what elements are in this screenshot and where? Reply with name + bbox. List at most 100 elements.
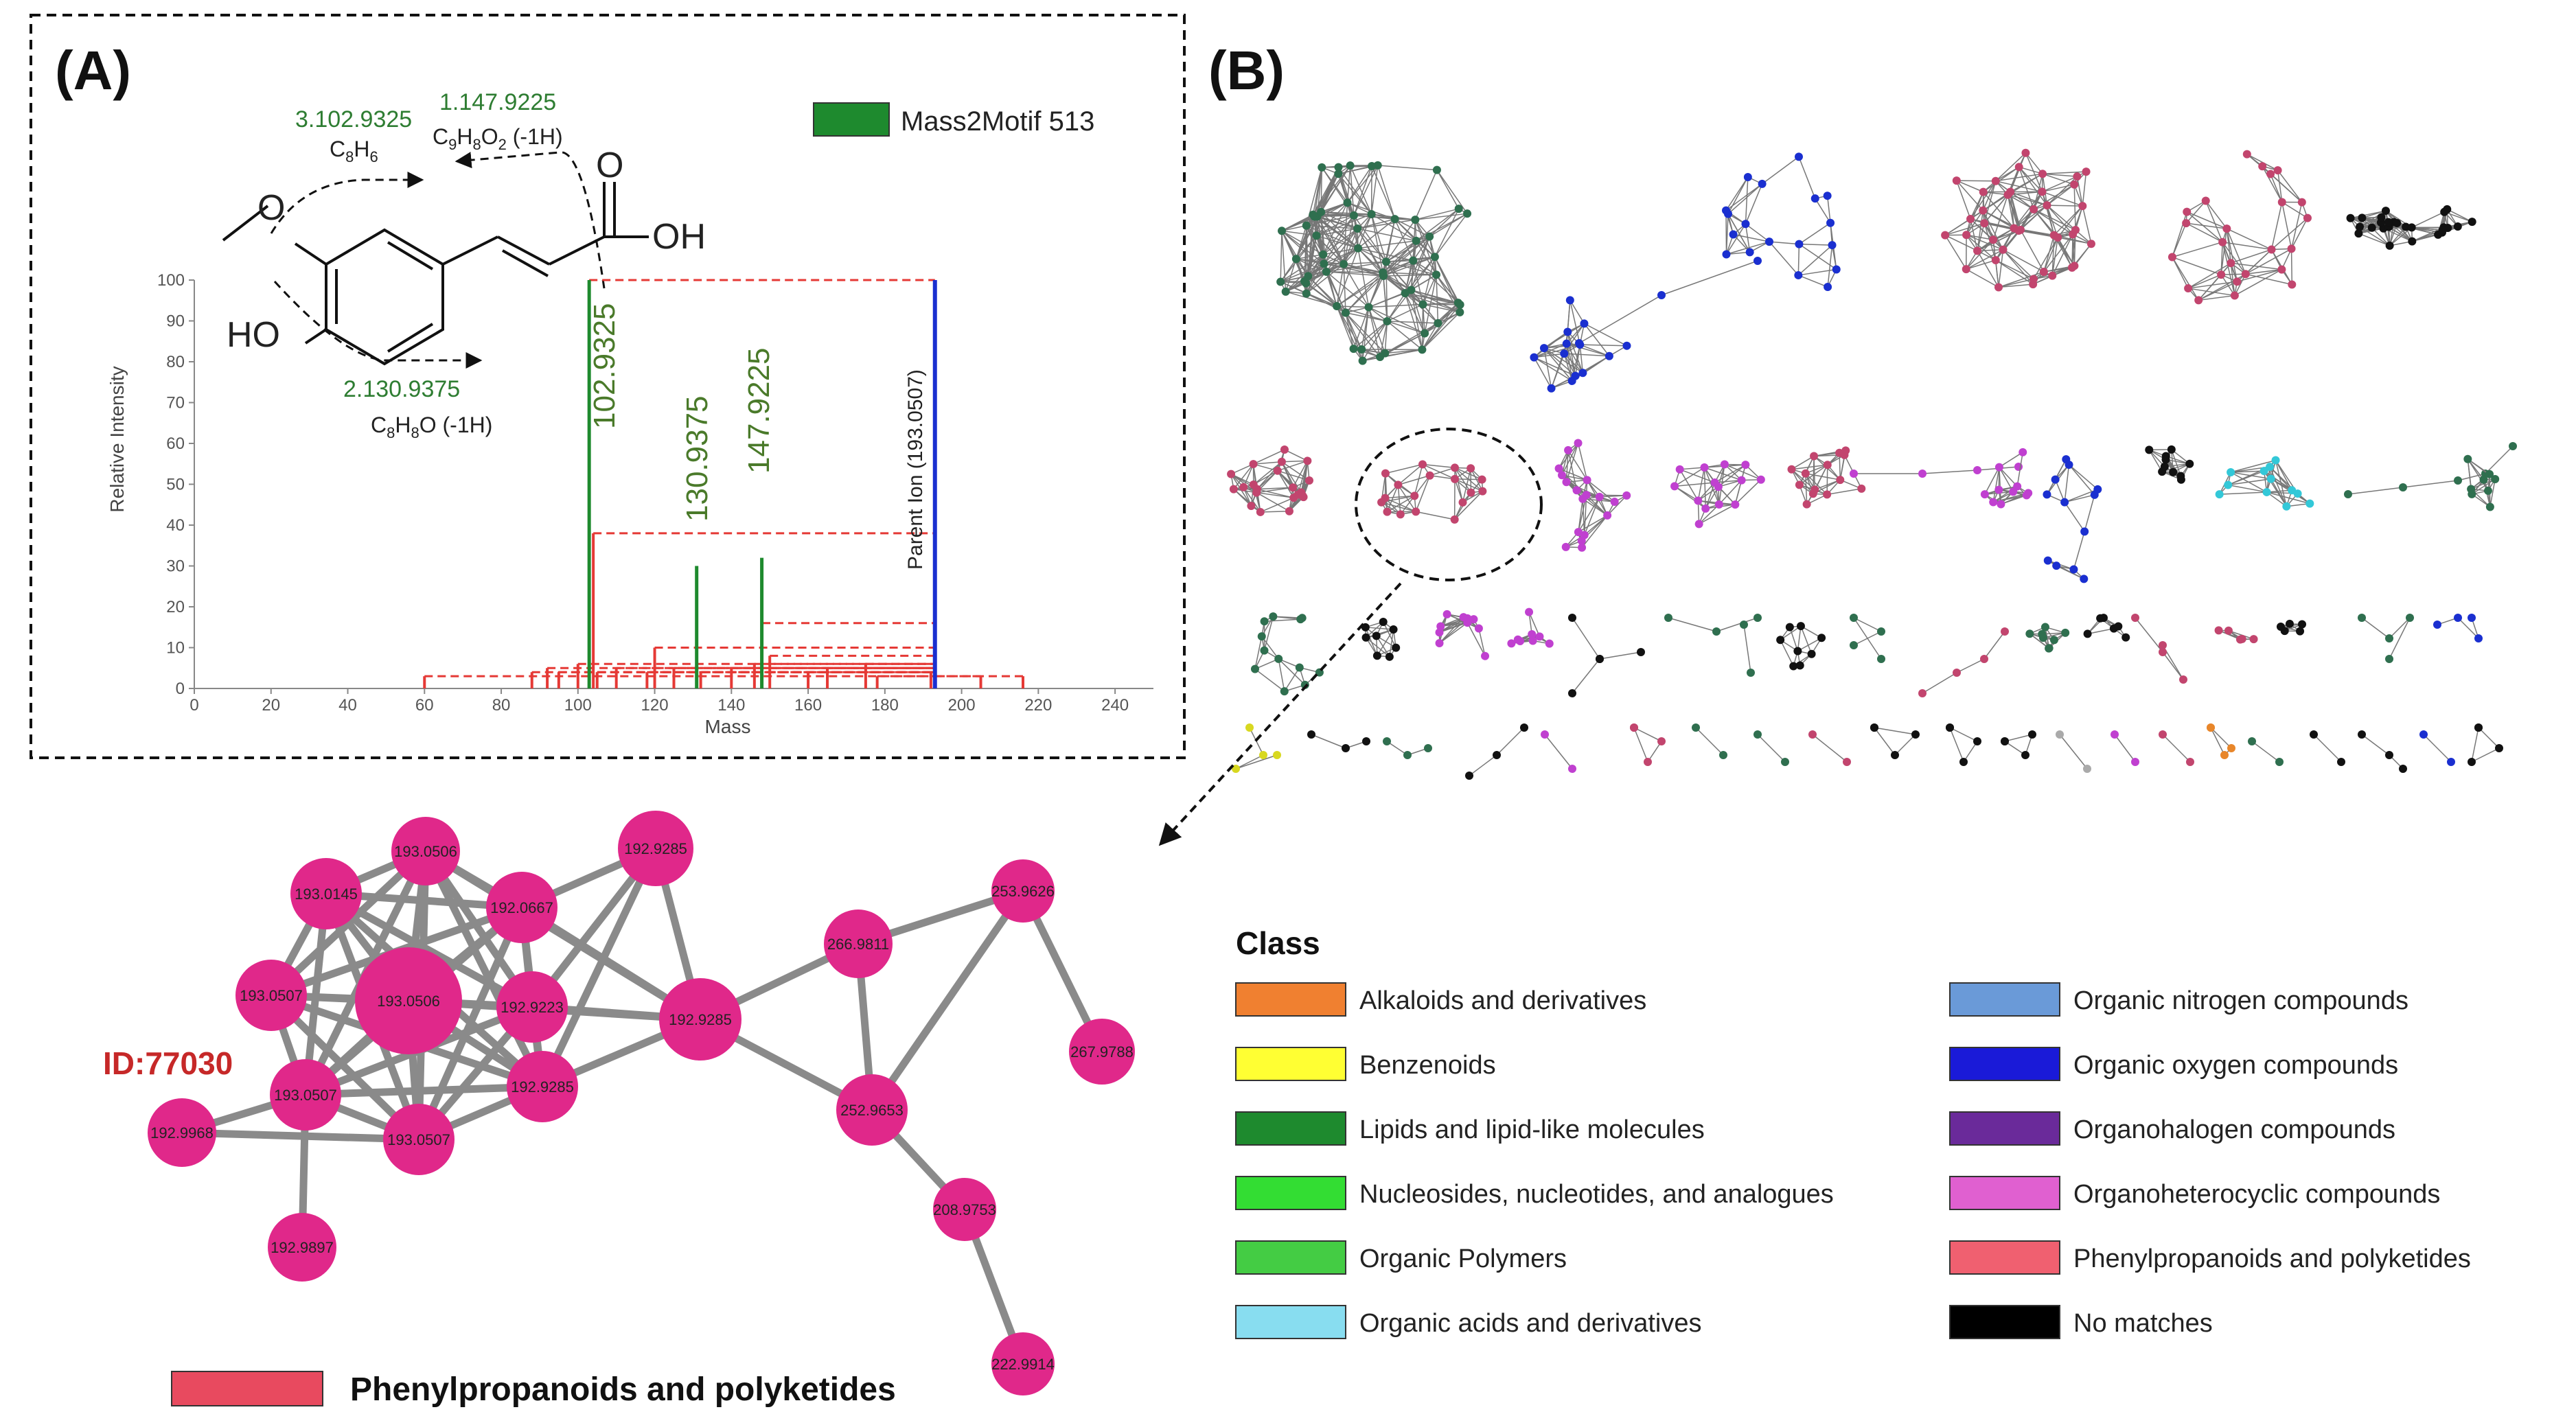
network-edge	[2003, 249, 2034, 280]
network-edge	[2389, 227, 2413, 246]
network-cluster	[2463, 454, 2500, 511]
network-node	[1807, 649, 1816, 658]
network-node	[1994, 463, 2003, 472]
network-edge	[1415, 208, 1459, 220]
network-edge	[2222, 242, 2246, 275]
network-cluster	[1596, 648, 1645, 663]
network-node	[1296, 615, 1305, 624]
network-node	[2029, 205, 2038, 213]
network-node	[1747, 669, 1755, 677]
network-edge	[2231, 248, 2272, 264]
network-node	[2073, 172, 2082, 181]
network-edge	[2411, 227, 2443, 231]
network-edge	[1343, 264, 1346, 313]
network-edge	[1278, 658, 1306, 686]
network-edge	[1574, 344, 1580, 376]
network-node	[1785, 623, 1794, 632]
network-edge	[2389, 617, 2411, 660]
network-edge	[1725, 176, 1749, 211]
network-edge	[1534, 357, 1573, 382]
network-node	[2114, 622, 2123, 631]
network-node	[2385, 655, 2393, 663]
network-edge	[1798, 222, 1831, 245]
class-label: Organic Polymers	[1359, 1244, 1567, 1273]
network-node	[1456, 300, 1464, 309]
network-node	[2385, 634, 2393, 642]
network-cluster	[2167, 150, 2312, 305]
network-edge	[1256, 461, 1283, 490]
network-edge	[2064, 494, 2095, 503]
network-edge	[1567, 300, 1571, 332]
network-node	[1364, 303, 1373, 312]
network-edge	[2058, 237, 2092, 244]
network-edge	[1780, 639, 1794, 667]
network-node	[1664, 614, 1672, 622]
network-node	[1568, 689, 1576, 697]
network-edge	[2043, 237, 2058, 273]
network-node	[1516, 637, 1525, 646]
network-node	[2384, 218, 2393, 227]
class-swatch	[1949, 1176, 2060, 1210]
network-node	[1280, 445, 1289, 454]
network-edge	[1769, 241, 1799, 276]
network-edge	[1322, 228, 1358, 255]
network-node	[2182, 219, 2191, 228]
network-node	[2215, 490, 2224, 499]
network-edge	[1578, 496, 1600, 533]
network-edge	[1416, 213, 1468, 242]
network-node	[1281, 287, 1290, 296]
network-node	[1458, 498, 1467, 507]
network-node	[2039, 268, 2048, 277]
network-edge	[1839, 454, 1845, 480]
motif-legend-label: Mass2Motif 513	[901, 106, 1094, 137]
network-node	[1289, 483, 1298, 492]
network-edge	[1995, 259, 2034, 280]
network-edge	[2389, 226, 2406, 246]
detail-node-label: 192.9897	[271, 1239, 334, 1256]
network-edge	[2010, 167, 2020, 192]
network-edge	[1983, 166, 2020, 193]
network-node	[2354, 229, 2363, 238]
network-edge	[2042, 171, 2086, 174]
network-node	[2121, 633, 2130, 642]
network-node	[1700, 463, 1709, 472]
network-edge	[2186, 222, 2227, 229]
network-edge	[1277, 470, 1310, 481]
network-edge	[2172, 257, 2199, 301]
network-node	[1389, 625, 1398, 634]
network-edge	[1580, 344, 1627, 347]
network-cluster	[1776, 622, 1826, 671]
network-node	[1368, 161, 1377, 170]
network-node	[2060, 498, 2069, 507]
network-cluster	[1307, 730, 1370, 752]
class-swatch	[1235, 982, 1346, 1017]
network-node	[2385, 241, 2394, 250]
network-node	[2013, 482, 2022, 491]
network-node	[1801, 469, 1810, 478]
network-node	[1361, 633, 1370, 642]
detail-node	[383, 1104, 455, 1175]
network-edge	[1705, 486, 1719, 509]
network-node	[2093, 485, 2102, 494]
network-node	[1802, 500, 1811, 509]
network-node	[1318, 163, 1326, 172]
network-edge	[1345, 312, 1385, 354]
network-node	[1980, 490, 1989, 499]
network-node	[2407, 223, 2416, 232]
network-edge	[2033, 237, 2058, 279]
network-node	[1362, 737, 1370, 745]
network-edge	[1397, 485, 1401, 515]
network-edge	[2269, 466, 2292, 491]
structure-ho: HO	[227, 315, 280, 355]
network-edge	[1254, 636, 1263, 669]
detail-node-label: 208.9753	[933, 1201, 996, 1218]
network-node	[1722, 206, 1731, 215]
network-node	[1385, 652, 1394, 661]
network-edge	[1533, 357, 1552, 389]
network-edge	[1725, 223, 1747, 255]
network-node	[1303, 456, 1312, 465]
network-edge	[1280, 275, 1309, 283]
network-node	[1753, 257, 1762, 265]
network-edge	[1944, 234, 1978, 252]
